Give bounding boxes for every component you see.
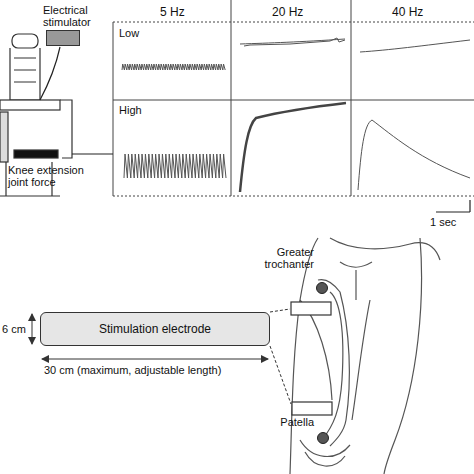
leg-anatomy <box>290 238 440 474</box>
electrode-pads <box>291 302 332 415</box>
electrode-box: Stimulation electrode <box>40 312 270 346</box>
frequency-header: 20 Hz <box>272 6 332 18</box>
sensor-label: Knee extension joint force <box>8 164 88 188</box>
intensity-label: Low <box>119 27 169 39</box>
stimulator-box: Electrical stimulator <box>46 30 80 46</box>
frequency-header: 5 Hz <box>160 6 220 18</box>
dimension-label: 30 cm (maximum, adjustable length) <box>44 364 274 376</box>
force-traces <box>122 38 470 192</box>
landmark-label: Patella <box>270 416 314 428</box>
intensity-label: High <box>119 104 169 116</box>
box-label: Stimulation electrode <box>41 313 269 335</box>
scale-label: 1 sec <box>430 216 470 228</box>
leader-lines <box>270 309 291 404</box>
trace-grid <box>113 0 474 196</box>
frequency-header: 40 Hz <box>392 6 452 18</box>
landmark-dots <box>317 283 329 444</box>
landmark-label: Greater trochanter <box>250 246 314 270</box>
device-label: Electrical stimulator <box>43 4 107 28</box>
subject-figure <box>0 34 113 196</box>
dimension-label: 6 cm <box>2 323 30 335</box>
scale-bar <box>436 200 470 212</box>
